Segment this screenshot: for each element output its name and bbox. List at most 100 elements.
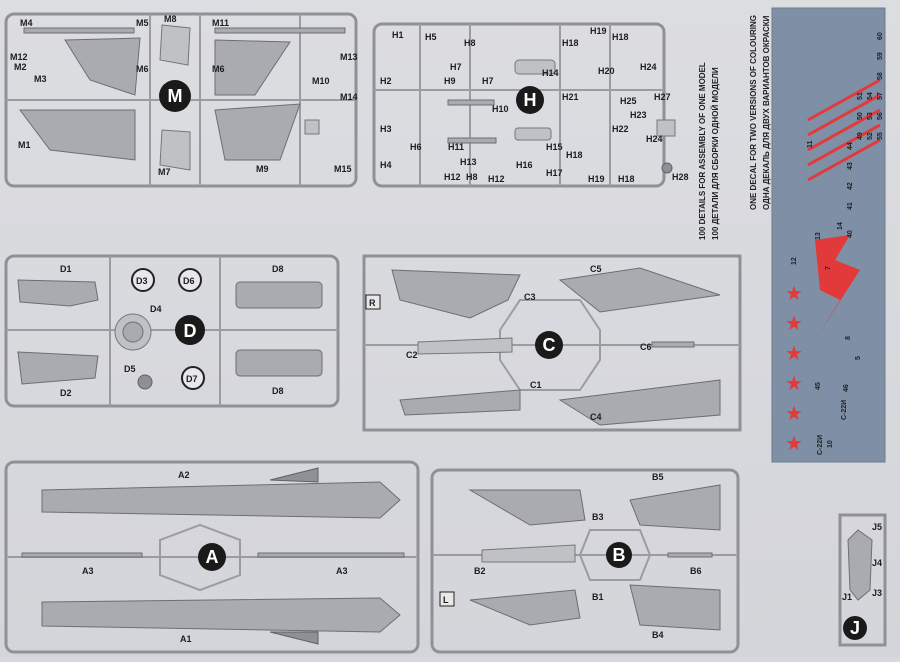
part-label: J3 (872, 588, 882, 598)
part-label: H17 (546, 168, 563, 178)
part-label: D8 (272, 386, 284, 396)
part-label: H13 (460, 157, 477, 167)
part-h28 (661, 162, 673, 174)
part-a3-left (21, 552, 143, 558)
part-label: H7 (450, 62, 462, 72)
part-m1 (19, 109, 136, 161)
decal-note-en: ONE DECAL FOR TWO VERSIONS OF COLOURING (749, 15, 758, 210)
decal-number: 42 (847, 182, 854, 190)
part-label: A1 (180, 634, 192, 644)
part-label: H18 (612, 32, 629, 42)
part-label: C1 (530, 380, 542, 390)
r-marker-box (365, 294, 381, 310)
part-label: M13 (340, 52, 358, 62)
part-label: H28 (672, 172, 689, 182)
part-label: H5 (425, 32, 437, 42)
sprue-letter-badge (516, 86, 544, 114)
part-label: D2 (60, 388, 72, 398)
decal-number: 56 (877, 112, 884, 120)
decal-number: С-22И (841, 400, 848, 420)
part-m6 (214, 39, 291, 96)
sprue-d-labels: D1 D2 D3 D4 D5 D6 D7 D8 D8 (60, 264, 284, 398)
part-m14 (304, 119, 320, 135)
part-label: M5 (136, 18, 149, 28)
part-label: H7 (482, 76, 494, 86)
sprue-m-labels: M2 M1 M3 M4 M5 M6 M6 M7 M8 M9 M10 M11 M1… (10, 14, 358, 177)
part-label: H9 (444, 76, 456, 86)
part-h10 (447, 99, 495, 106)
sprue-letter-badge (159, 80, 191, 112)
part-d7-badge (181, 366, 205, 390)
part-label: M15 (334, 164, 352, 174)
sprue-d-letter: D (184, 321, 197, 341)
part-label: M3 (34, 74, 47, 84)
decal-number: 50 (857, 112, 864, 120)
part-d6-badge (178, 268, 202, 292)
decal-note-ru: ОДНА ДЕКАЛЬ ДЛЯ ДВУХ ВАРИАНТОВ ОКРАСКИ (762, 15, 771, 210)
part-c3 (391, 269, 521, 319)
part-label: B2 (474, 566, 486, 576)
part-label: H4 (380, 160, 392, 170)
part-m11 (214, 27, 346, 34)
decal-number: 43 (847, 162, 854, 170)
part-label: H22 (612, 124, 629, 134)
part-h15 (514, 127, 552, 141)
part-label: H16 (516, 160, 533, 170)
decal-number: 55 (877, 132, 884, 140)
part-m9 (214, 103, 301, 161)
decal-number: 5 (855, 356, 862, 360)
sprue-b-labels: B1 B2 B3 B4 B5 B6 (474, 472, 702, 640)
side-marker-r: R (369, 298, 376, 308)
side-marker-l: L (443, 595, 449, 605)
part-label: C4 (590, 412, 602, 422)
sprue-m-letter: M (168, 86, 183, 106)
sprue-d: D D1 D2 D3 D4 D5 D6 D7 D8 D8 (4, 254, 340, 408)
part-label: D4 (150, 304, 162, 314)
decal-stripes (807, 78, 881, 340)
part-label: C2 (406, 350, 418, 360)
part-label: H12 (488, 174, 505, 184)
part-label: H14 (542, 68, 559, 78)
decal-number: 45 (815, 382, 822, 390)
part-label: M6 (212, 64, 225, 74)
sprue-a-letter: A (206, 547, 219, 567)
part-label: H18 (566, 150, 583, 160)
part-b1 (469, 589, 581, 626)
decal-number: 53 (867, 112, 874, 120)
sprue-j-labels: J1 J3 J4 J5 (842, 522, 882, 602)
part-label: D5 (124, 364, 136, 374)
part-c5 (558, 267, 721, 313)
decal-number: 13 (815, 232, 822, 240)
part-m7 (159, 129, 191, 171)
part-label: J5 (872, 522, 882, 532)
part-label: H8 (464, 38, 476, 48)
sprue-j: J J1 J3 J4 J5 (838, 513, 887, 647)
part-label: M7 (158, 167, 171, 177)
sprue-j-letter: J (850, 618, 860, 638)
part-label: H24 (640, 62, 657, 72)
decal-number: 11 (807, 140, 814, 148)
part-label: H25 (620, 96, 637, 106)
part-label: H15 (546, 142, 563, 152)
kit-notes: 100 DETAILS FOR ASSEMBLY OF ONE MODEL 10… (698, 15, 771, 240)
part-d8-top (235, 281, 323, 309)
part-label: B5 (652, 472, 664, 482)
star-decal: ★ (785, 343, 803, 365)
sprue-letter-badge (175, 315, 205, 345)
star-decal: ★ (785, 313, 803, 335)
decal-number: 12 (791, 257, 798, 265)
part-c4 (558, 379, 721, 426)
part-d3-badge (131, 268, 155, 292)
part-label: D3 (136, 276, 148, 286)
part-label: H21 (562, 92, 579, 102)
sprue-h-labels: H1 H2 H3 H4 H5 H6 H7 H7 H8 H8 H9 H10 H11… (380, 26, 689, 184)
star-decal: ★ (785, 433, 803, 455)
decal-number: 57 (877, 92, 884, 100)
part-label: J4 (872, 558, 882, 568)
part-label: H3 (380, 124, 392, 134)
part-label: B6 (690, 566, 702, 576)
star-decal: ★ (785, 283, 803, 305)
part-label: M2 (14, 62, 27, 72)
sprue-letter-badge (198, 543, 226, 571)
